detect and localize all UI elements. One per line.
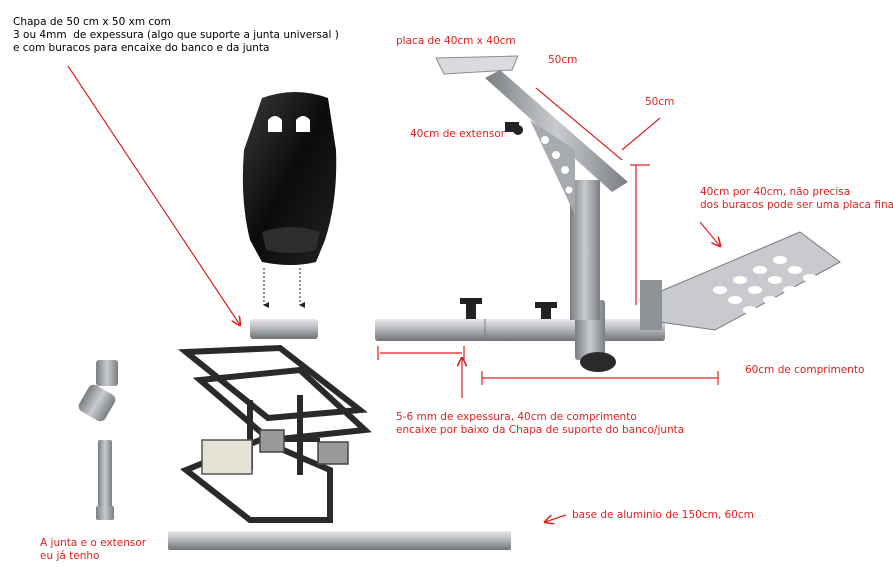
arm-dim-50-tick xyxy=(621,117,661,151)
label-placa-40: placa de 40cm x 40cm xyxy=(396,35,516,47)
label-dim-50-a: 50cm xyxy=(548,54,578,66)
label-comprimento-60: 60cm de comprimento xyxy=(745,364,865,376)
base-pointer xyxy=(545,514,567,522)
label-pedal-plate: 40cm por 40cm, não precisa dos buracos p… xyxy=(700,186,893,211)
racing-seat xyxy=(242,92,337,308)
label-dim-50-b: 50cm xyxy=(645,96,675,108)
label-expessura: 5-6 mm de expessura, 40cm de comprimento… xyxy=(396,411,685,436)
label-base-aluminio: base de aluminio de 150cm, 60cm xyxy=(572,509,754,521)
chapa-pointer xyxy=(67,65,240,325)
label-chapa-50: Chapa de 50 cm x 50 xm com 3 ou 4mm de e… xyxy=(13,16,339,54)
pedal-pointer xyxy=(699,221,720,246)
motion-rig xyxy=(177,344,372,523)
base-aluminium-tube xyxy=(168,531,511,550)
label-junta-extensor: A junta e o extensor eu já tenho xyxy=(40,537,147,562)
annotation-lines xyxy=(67,65,720,522)
wheel-stand xyxy=(375,55,841,372)
extensor-shaft xyxy=(96,440,114,520)
universal-joint xyxy=(78,360,118,422)
arm-dim-50 xyxy=(535,87,623,161)
label-extensor-40: 40cm de extensor xyxy=(410,128,506,140)
seat-tube xyxy=(250,319,318,339)
